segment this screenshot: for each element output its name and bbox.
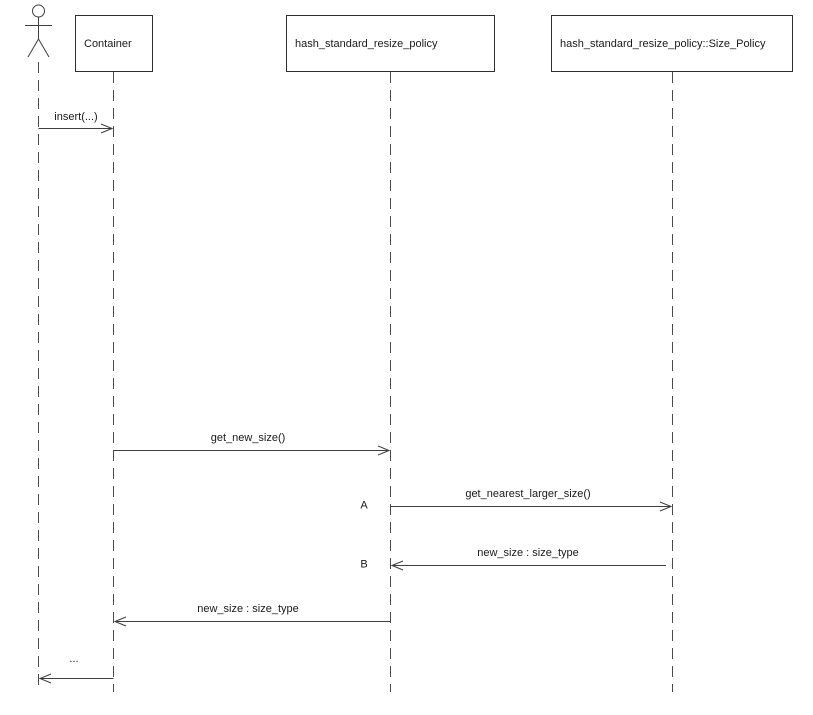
participant-label: hash_standard_resize_policy: [295, 37, 438, 50]
message-label-get-new-size: get_new_size(): [210, 432, 286, 444]
message-label-insert: insert(...): [54, 111, 98, 123]
participant-label: hash_standard_resize_policy::Size_Policy: [560, 37, 766, 50]
message-label-return-new-size-b: new_size : size_type: [477, 547, 579, 559]
message-label-get-nearest-larger-size: get_nearest_larger_size(): [465, 488, 591, 500]
message-marker-b: B: [360, 558, 368, 571]
participant-box-size-policy: hash_standard_resize_policy::Size_Policy: [551, 15, 793, 72]
message-label-return-ellipsis: ...: [69, 653, 79, 665]
message-marker-a: A: [360, 499, 368, 512]
actor-icon: [25, 4, 52, 58]
participant-box-container: Container: [75, 15, 153, 72]
participant-box-hash-standard-resize-policy: hash_standard_resize_policy: [286, 15, 495, 72]
message-label-return-new-size: new_size : size_type: [197, 603, 299, 615]
participant-label: Container: [84, 37, 132, 50]
